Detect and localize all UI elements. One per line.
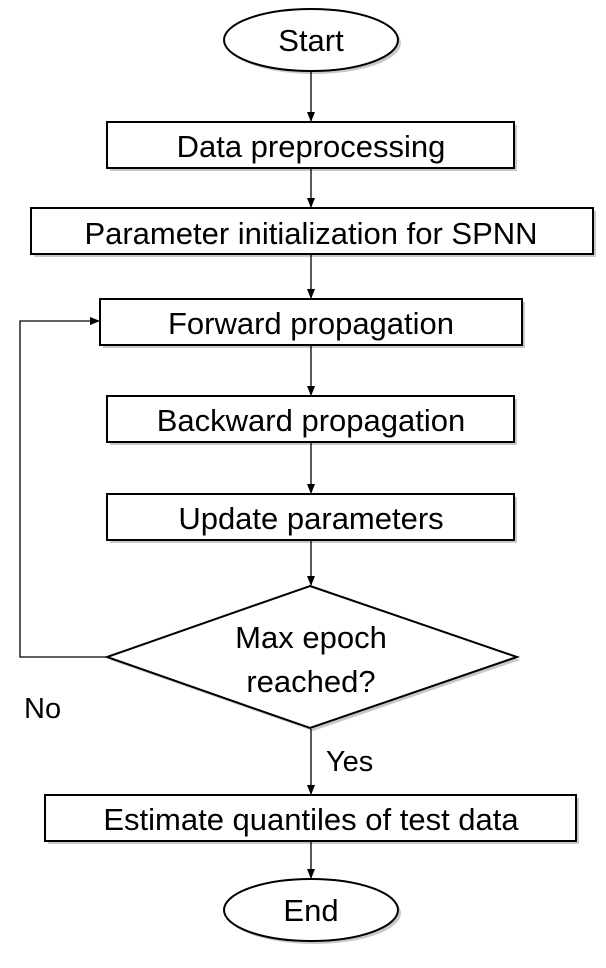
no-label: No <box>24 693 61 725</box>
decision-node: Max epoch reached? <box>103 584 521 731</box>
end-label: End <box>283 893 338 928</box>
end-node: End <box>223 878 401 944</box>
backward-node: Backward propagation <box>106 395 517 445</box>
preprocess-label: Data preprocessing <box>177 129 446 164</box>
update-label: Update parameters <box>178 501 443 536</box>
preprocess-node: Data preprocessing <box>106 121 517 171</box>
start-label: Start <box>278 23 344 58</box>
yes-label: Yes <box>326 746 373 778</box>
decision-label-line1: Max epoch <box>235 620 387 655</box>
update-node: Update parameters <box>106 493 517 543</box>
estimate-node: Estimate quantiles of test data <box>44 794 579 844</box>
forward-label: Forward propagation <box>168 306 454 341</box>
decision-label-line2: reached? <box>246 664 375 699</box>
backward-label: Backward propagation <box>157 403 465 438</box>
estimate-label: Estimate quantiles of test data <box>103 802 519 837</box>
init-node: Parameter initialization for SPNN <box>30 207 596 257</box>
edge-decision-no-loop <box>19 317 107 658</box>
init-label: Parameter initialization for SPNN <box>84 216 537 251</box>
start-node: Start <box>223 8 401 74</box>
forward-node: Forward propagation <box>99 298 525 348</box>
